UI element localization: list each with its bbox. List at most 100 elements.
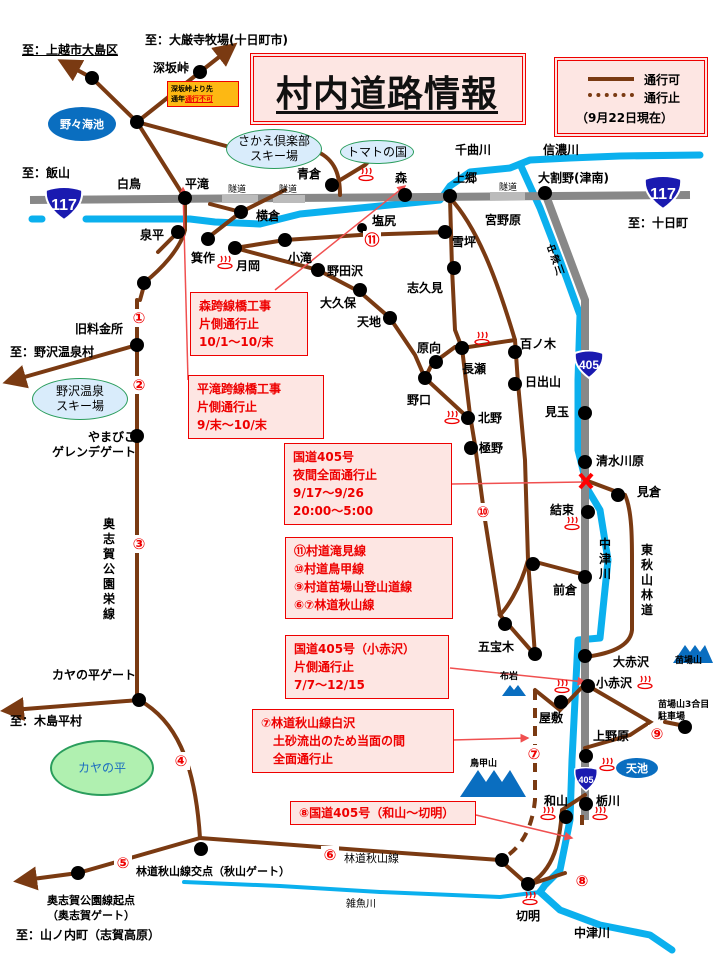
notice-line: 平滝跨線橋工事 (197, 382, 282, 396)
place-oakasawa: 大赤沢 (613, 655, 650, 669)
route-marker-5: ⑤ (114, 854, 132, 872)
notice-line: 10/1～10/末 (199, 335, 274, 349)
route-marker-2: ② (130, 376, 148, 394)
tunnel-label: 隧道 (228, 185, 247, 195)
road-kijimadaira (0, 697, 141, 722)
place-hyakunoki: 百ノ木 (520, 337, 557, 351)
place-gokuno: 極野 (479, 441, 504, 455)
onsen-icon (554, 679, 570, 694)
svg-text:405: 405 (578, 775, 593, 785)
river-chikuma-shinano (28, 151, 704, 228)
route-marker-1: ① (130, 309, 148, 327)
place-koakasawa: 小赤沢 (596, 676, 633, 690)
place-fukasaka: 深坂峠 (153, 61, 190, 75)
notice-line: 森跨線橋工事 (199, 299, 272, 313)
dest-tokamachi: 至：十日町 (628, 216, 689, 230)
route-marker-11: ⑪ (363, 231, 381, 249)
dest-nozawa: 至：野沢温泉村 (10, 345, 95, 359)
notice-line: 全面通行止 (261, 752, 334, 766)
place-torikabutoyama: 鳥甲山 (470, 759, 498, 769)
route-405-road (541, 191, 589, 820)
route-marker-4: ④ (172, 752, 190, 770)
svg-text:117: 117 (51, 197, 77, 214)
route-marker-9: ⑨ (648, 725, 666, 743)
sakae-ski-area: さかえ倶楽部 スキー場 (226, 129, 322, 169)
route-marker-6: ⑥ (321, 846, 339, 864)
road-takimi (233, 230, 452, 250)
notice-rindo-shirasawa: ⑦林道秋山線白沢 土砂流出のため当面の間 全面通行止 (252, 709, 454, 773)
nodes (71, 65, 692, 891)
place-yuitsuka: 結束 (550, 503, 575, 517)
onsen-icon (474, 331, 490, 346)
kayanotaira-area: カヤの平 (50, 740, 154, 796)
route-117-badge-east: 117 (643, 175, 683, 211)
place-kyuryokinsho: 旧料金所 (75, 322, 124, 336)
place-noguchi: 野口 (407, 393, 432, 407)
dest-iiyama: 至：飯山 (22, 166, 71, 180)
route-405-badge-north: 405 (573, 350, 605, 380)
notice-line: 20:00～5:00 (293, 504, 374, 518)
closure-x-icon (578, 472, 594, 490)
road-route7-closed (499, 690, 537, 862)
place-yamabiko: やまびこ ゲレンデゲート (52, 430, 137, 459)
legend-date: （9月22日現在） (576, 111, 674, 125)
tunnel-label: 隧道 (499, 183, 518, 193)
road-nozawa (2, 343, 139, 389)
place-nunoiwa: 布岩 (500, 672, 519, 682)
notice-line: 9/末～10/末 (197, 418, 267, 432)
place-tochikawa: 栃川 (596, 794, 621, 808)
notice-line: 片側通行止 (294, 660, 355, 674)
mountain-icons (460, 645, 713, 797)
place-gohoki: 五宝木 (478, 640, 515, 654)
legend-closed-line (588, 93, 634, 97)
warning-line2: 通年通行不可 (171, 95, 213, 103)
place-rindo-junction: 林道秋山線交点（秋山ゲート） (136, 865, 290, 878)
tunnel-label: 隧道 (279, 185, 298, 195)
river-zako (182, 880, 542, 899)
road-yashiki (533, 682, 587, 713)
dest-daigenji: 至：大厳寺牧場(十日町市) (145, 33, 288, 47)
place-yukitsubo: 雪坪 (452, 235, 477, 249)
tunnels (222, 192, 525, 203)
notice-line: ⑦林道秋山線白沢 (261, 716, 356, 730)
place-tsukioka: 月岡 (236, 259, 261, 273)
place-hirataki: 平滝 (185, 177, 210, 191)
place-okubo: 大久保 (320, 296, 357, 310)
onsen-icon (522, 891, 538, 906)
place-maekura: 前倉 (553, 583, 578, 597)
warning-line1: 深坂峠より先 (171, 85, 213, 93)
notice-line: 9/17～9/26 (293, 486, 364, 500)
route-marker-10: ⑩ (474, 503, 492, 521)
river-shinano-label: 信濃川 (543, 143, 580, 157)
place-nagase: 長瀬 (462, 362, 487, 376)
onsen-icon (592, 806, 608, 821)
notice-mori-bridge: 森跨線橋工事 片側通行止 10/1～10/末 (190, 292, 308, 356)
onsen-icon (358, 167, 374, 182)
road-higashi-akiyama-label: 東秋山林道 (640, 543, 653, 617)
place-oarino: 大割野(津南) (538, 171, 609, 185)
road-route6 (198, 836, 502, 862)
notice-line: 国道405号 (293, 450, 355, 464)
place-kayanotaira-gate: カヤの平ゲート (52, 668, 137, 682)
route-marker-3: ③ (130, 535, 148, 553)
road-hirataki-north (135, 120, 187, 200)
nonoumi-pond: 野々海池 (48, 107, 116, 141)
onsen-icon (217, 255, 233, 270)
route-405-badge-south: 405 (573, 767, 599, 792)
tomato-no-kuni: トマトの国 (340, 140, 414, 164)
place-naeba-parking: 苗場山3合目 駐車場 (658, 700, 710, 722)
river-zako-label: 雑魚川 (346, 899, 376, 910)
mountain-naeba-icon (673, 645, 713, 663)
place-mikura: 見倉 (637, 485, 662, 499)
place-miyanohara: 宮野原 (485, 213, 522, 227)
route-117-badge-west: 117 (44, 186, 84, 222)
notice-hirataki-bridge: 平滝跨線橋工事 片側通行止 9/末～10/末 (188, 375, 324, 439)
page-title: 村内道路情報 (276, 74, 499, 115)
place-mori: 森 (395, 171, 408, 185)
river-chikuma-label: 千曲川 (455, 143, 492, 157)
place-wayama: 和山 (544, 794, 569, 808)
dest-kijimadaira: 至：木島平村 (10, 714, 83, 728)
river-nakatsu-label-mid: 中津川 (598, 537, 611, 581)
place-uenohara: 上野原 (593, 729, 630, 743)
